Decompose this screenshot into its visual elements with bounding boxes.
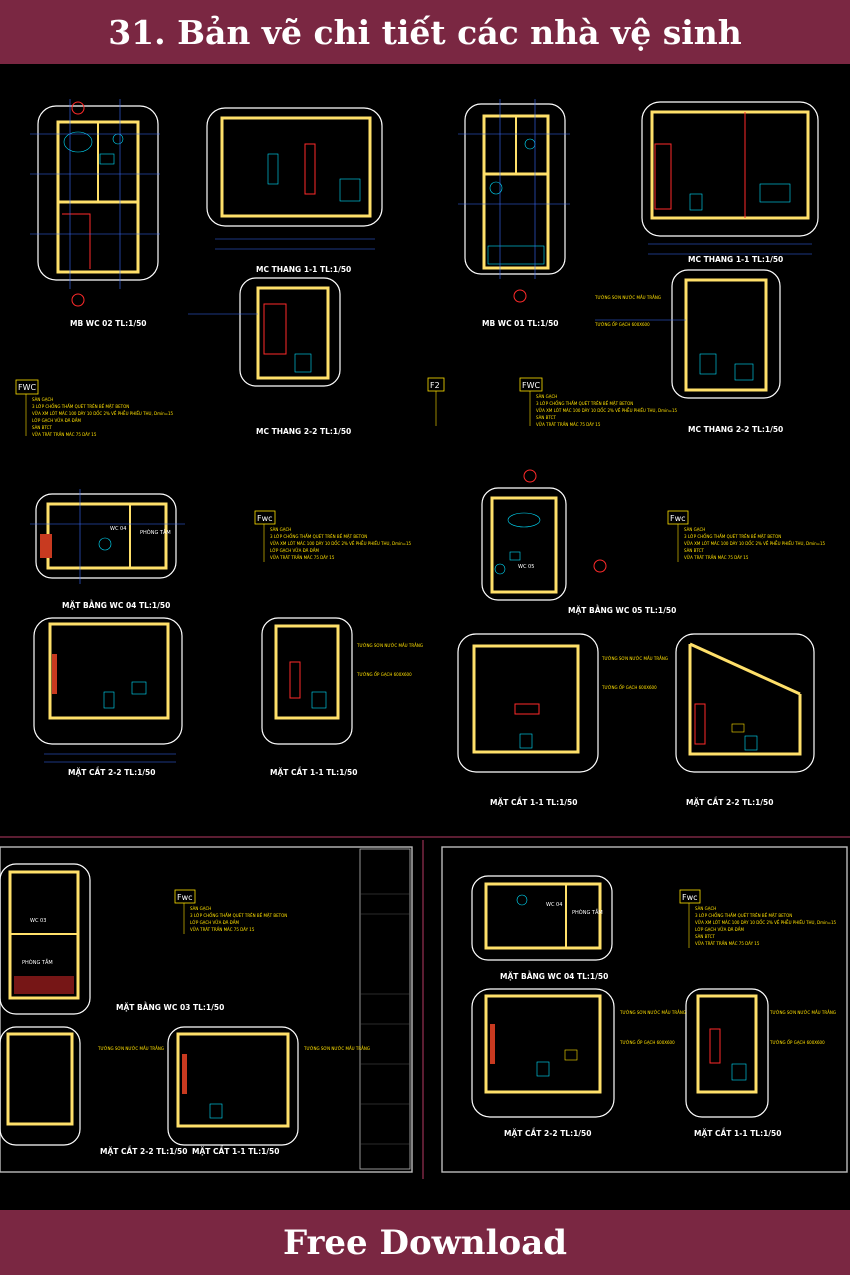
svg-text:LỚP GẠCH VỮA ĐÃ ĐẦM: LỚP GẠCH VỮA ĐÃ ĐẦM [695, 927, 745, 932]
svg-text:VỮA TRÁT TRẦN MÁC 75 DÀY 15: VỮA TRÁT TRẦN MÁC 75 DÀY 15 [270, 555, 335, 560]
label-mc-thang-1-right: MC THANG 1-1 TL:1/50 [688, 255, 783, 264]
svg-text:VỮA XM LÓT MÁC 100 DÀY 10 DỐC: VỮA XM LÓT MÁC 100 DÀY 10 DỐC 2% VỀ PHỄU… [32, 410, 174, 416]
label-mat-bang-wc04: MẶT BẰNG WC 04 TL:1/50 [62, 600, 170, 610]
svg-text:TƯỜNG SƠN NƯỚC MẦU TRẮNG: TƯỜNG SƠN NƯỚC MẦU TRẮNG [594, 295, 661, 300]
svg-text:PHÒNG TẮM: PHÒNG TẮM [140, 528, 171, 536]
svg-text:Fwc: Fwc [682, 893, 698, 902]
svg-text:TƯỜNG ỐP GẠCH 600X600: TƯỜNG ỐP GẠCH 600X600 [619, 1040, 675, 1045]
svg-text:LỚP GẠCH VỮA ĐÃ ĐẦM: LỚP GẠCH VỮA ĐÃ ĐẦM [270, 548, 320, 553]
svg-text:VỮA XM LÓT MÁC 100 DÀY 10 DỐC: VỮA XM LÓT MÁC 100 DÀY 10 DỐC 2% VỀ PHỄU… [695, 919, 837, 925]
label-mat-bang-wc03: MẶT BẰNG WC 03 TL:1/50 [116, 1002, 224, 1012]
section-1-1-a: TƯỜNG SƠN NƯỚC MẦU TRẮNG TƯỜNG ỐP GẠCH 6… [261, 617, 423, 777]
svg-text:PHÒNG TẮM: PHÒNG TẮM [572, 908, 603, 916]
svg-text:LỚP GẠCH VỮA ĐÃ ĐẦM: LỚP GẠCH VỮA ĐÃ ĐẦM [190, 920, 240, 925]
section-2-2-b: MẶT CẮT 2-2 TL:1/50 [675, 633, 815, 807]
legend-fwc-row2-right: Fwc SÀN GẠCH 3 LỚP CHỐNG THẤM QUÉT TRÊN … [667, 510, 826, 562]
label-mb-wc02: MB WC 02 TL:1/50 [70, 319, 147, 328]
label-mc-thang-2-right: MC THANG 2-2 TL:1/50 [688, 425, 783, 434]
svg-text:TƯỜNG ỐP GẠCH 600X600: TƯỜNG ỐP GẠCH 600X600 [601, 685, 657, 690]
svg-text:VỮA TRÁT TRẦN MÁC 75 DÀY 15: VỮA TRÁT TRẦN MÁC 75 DÀY 15 [190, 927, 255, 932]
plan-wc04: WC 04 PHÒNG TẮM MẶT BẰNG WC 04 TL:1/50 [30, 489, 185, 610]
section-1-1-right: MC THANG 1-1 TL:1/50 [641, 101, 819, 264]
svg-text:TƯỜNG SƠN NƯỚC MẦU TRẮNG: TƯỜNG SƠN NƯỚC MẦU TRẮNG [97, 1046, 164, 1051]
svg-text:TƯỜNG ỐP GẠCH 600X600: TƯỜNG ỐP GẠCH 600X600 [769, 1040, 825, 1045]
svg-text:3 LỚP CHỐNG THẤM QUÉT TRÊN BỀ: 3 LỚP CHỐNG THẤM QUÉT TRÊN BỀ MẶT BETON [270, 534, 367, 539]
svg-text:3 LỚP CHỐNG THẤM QUÉT TRÊN BỀ: 3 LỚP CHỐNG THẤM QUÉT TRÊN BỀ MẶT BETON [695, 913, 792, 918]
label-mat-cat-11-a: MẶT CẮT 1-1 TL:1/50 [270, 767, 357, 777]
legend-f2: F2 [427, 377, 445, 426]
section-2-2-a: MẶT CẮT 2-2 TL:1/50 [33, 617, 183, 777]
svg-text:SÀN GẠCH: SÀN GẠCH [695, 906, 716, 911]
svg-text:VỮA TRÁT TRẦN MÁC 75 DÀY 15: VỮA TRÁT TRẦN MÁC 75 DÀY 15 [536, 422, 601, 427]
svg-text:3 LỚP CHỐNG THẤM QUÉT TRÊN BỀ: 3 LỚP CHỐNG THẤM QUÉT TRÊN BỀ MẶT BETON [684, 534, 781, 539]
svg-text:WC 04: WC 04 [546, 902, 562, 908]
legend-fwc-left: FWC SÀN GẠCH 3 LỚP CHỐNG THẤM QUÉT TRÊN … [15, 379, 174, 437]
label-mat-cat-22-d: MẶT CẮT 2-2 TL:1/50 [504, 1128, 591, 1138]
svg-text:TƯỜNG ỐP GẠCH 600X600: TƯỜNG ỐP GẠCH 600X600 [356, 672, 412, 677]
svg-text:SÀN GẠCH: SÀN GẠCH [684, 527, 705, 532]
svg-text:SÀN BTCT: SÀN BTCT [32, 425, 52, 430]
label-mat-cat-11-b: MẶT CẮT 1-1 TL:1/50 [490, 797, 577, 807]
svg-text:TƯỜNG SƠN NƯỚC MẦU TRẮNG: TƯỜNG SƠN NƯỚC MẦU TRẮNG [769, 1010, 836, 1015]
svg-text:SÀN BTCT: SÀN BTCT [695, 934, 715, 939]
svg-text:F2: F2 [430, 381, 440, 390]
label-mb-wc01: MB WC 01 TL:1/50 [482, 319, 559, 328]
label-mat-cat-22-a: MẶT CẮT 2-2 TL:1/50 [68, 767, 155, 777]
label-mat-bang-wc05: MẶT BẰNG WC 05 TL:1/50 [568, 605, 676, 615]
svg-text:TƯỜNG SƠN NƯỚC MẦU TRẮNG: TƯỜNG SƠN NƯỚC MẦU TRẮNG [303, 1046, 370, 1051]
svg-text:LỚP GẠCH VỮA ĐÃ ĐẦM: LỚP GẠCH VỮA ĐÃ ĐẦM [32, 418, 82, 423]
label-mat-cat-22-b: MẶT CẮT 2-2 TL:1/50 [686, 797, 773, 807]
drawing-sheet: MB WC 02 TL:1/50 MC THANG 1-1 TL:1/50 MC… [0, 99, 850, 1179]
svg-text:Fwc: Fwc [257, 514, 273, 523]
svg-text:SÀN GẠCH: SÀN GẠCH [270, 527, 291, 532]
plan-wc05: WC 05 MẶT BẰNG WC 05 TL:1/50 [481, 469, 676, 615]
svg-text:TƯỜNG SƠN NƯỚC MẦU TRẮNG: TƯỜNG SƠN NƯỚC MẦU TRẮNG [356, 643, 423, 648]
svg-text:VỮA TRÁT TRẦN MÁC 75 DÀY 15: VỮA TRÁT TRẦN MÁC 75 DÀY 15 [684, 555, 749, 560]
svg-text:SÀN GẠCH: SÀN GẠCH [536, 394, 557, 399]
svg-text:VỮA TRÁT TRẦN MÁC 75 DÀY 15: VỮA TRÁT TRẦN MÁC 75 DÀY 15 [32, 432, 97, 437]
section-1-1-left: MC THANG 1-1 TL:1/50 [206, 107, 383, 274]
svg-text:WC 04: WC 04 [110, 526, 126, 532]
svg-text:WC 03: WC 03 [30, 918, 46, 924]
svg-text:SÀN BTCT: SÀN BTCT [684, 548, 704, 553]
label-mat-cat-22-c: MẶT CẮT 2-2 TL:1/50 [100, 1146, 187, 1156]
label-mat-bang-wc04-b: MẶT BẰNG WC 04 TL:1/50 [500, 971, 608, 981]
svg-text:FWC: FWC [18, 383, 37, 392]
page-title-banner: 31. Bản vẽ chi tiết các nhà vệ sinh [0, 0, 850, 64]
free-download-banner[interactable]: Free Download [0, 1210, 850, 1275]
svg-text:3 LỚP CHỐNG THẤM QUÉT TRÊN BỀ: 3 LỚP CHỐNG THẤM QUÉT TRÊN BỀ MẶT BETON [536, 401, 633, 406]
page-title: 31. Bản vẽ chi tiết các nhà vệ sinh [108, 12, 742, 52]
label-mat-cat-11-d: MẶT CẮT 1-1 TL:1/50 [694, 1128, 781, 1138]
section-2-2-left: MC THANG 2-2 TL:1/50 [188, 277, 351, 436]
svg-text:SÀN BTCT: SÀN BTCT [536, 415, 556, 420]
svg-text:VỮA TRÁT TRẦN MÁC 75 DÀY 15: VỮA TRÁT TRẦN MÁC 75 DÀY 15 [695, 941, 760, 946]
svg-text:3 LỚP CHỐNG THẤM QUÉT TRÊN BỀ: 3 LỚP CHỐNG THẤM QUÉT TRÊN BỀ MẶT BETON [32, 404, 129, 409]
legend-fwc-mid: FWC SÀN GẠCH 3 LỚP CHỐNG THẤM QUÉT TRÊN … [519, 377, 678, 427]
svg-text:SÀN GẠCH: SÀN GẠCH [32, 397, 53, 402]
plan-wc02: MB WC 02 TL:1/50 [30, 99, 160, 328]
svg-text:VỮA XM LÓT MÁC 100 DÀY 10 DỐC: VỮA XM LÓT MÁC 100 DÀY 10 DỐC 2% VỀ PHỄU… [270, 540, 412, 546]
svg-text:TƯỜNG ỐP GẠCH 600X600: TƯỜNG ỐP GẠCH 600X600 [594, 322, 650, 327]
svg-text:VỮA XM LÓT MÁC 100 DÀY 10 DỐC: VỮA XM LÓT MÁC 100 DÀY 10 DỐC 2% VỀ PHỄU… [536, 407, 678, 413]
svg-text:3 LỚP CHỐNG THẤM QUÉT TRÊN BỀ: 3 LỚP CHỐNG THẤM QUÉT TRÊN BỀ MẶT BETON [190, 913, 287, 918]
svg-text:Fwc: Fwc [670, 514, 686, 523]
label-mc-thang-1-left: MC THANG 1-1 TL:1/50 [256, 265, 351, 274]
svg-text:SÀN GẠCH: SÀN GẠCH [190, 906, 211, 911]
plan-wc01: MB WC 01 TL:1/50 [458, 99, 570, 328]
label-mat-cat-11-c: MẶT CẮT 1-1 TL:1/50 [192, 1146, 279, 1156]
free-download-label[interactable]: Free Download [282, 1222, 568, 1263]
section-1-1-b: TƯỜNG SƠN NƯỚC MẦU TRẮNG TƯỜNG ỐP GẠCH 6… [457, 633, 668, 807]
sheet-left: WC 03 PHÒNG TẮM MẶT BẰNG WC 03 TL:1/50 F… [0, 846, 413, 1173]
svg-text:VỮA XM LÓT MÁC 100 DÀY 10 DỐC: VỮA XM LÓT MÁC 100 DÀY 10 DỐC 2% VỀ PHỄU… [684, 540, 826, 546]
label-mc-thang-2-left: MC THANG 2-2 TL:1/50 [256, 427, 351, 436]
svg-text:FWC: FWC [522, 381, 541, 390]
sheet-right: WC 04 PHÒNG TẮM MẶT BẰNG WC 04 TL:1/50 F… [441, 846, 848, 1173]
svg-text:Fwc: Fwc [177, 893, 193, 902]
legend-fwc-row2-left: Fwc SÀN GẠCH 3 LỚP CHỐNG THẤM QUÉT TRÊN … [254, 510, 412, 562]
svg-text:PHÒNG TẮM: PHÒNG TẮM [22, 958, 53, 966]
svg-text:WC 05: WC 05 [518, 564, 534, 570]
svg-text:TƯỜNG SƠN NƯỚC MẦU TRẮNG: TƯỜNG SƠN NƯỚC MẦU TRẮNG [601, 656, 668, 661]
section-2-2-right: TƯỜNG SƠN NƯỚC MẦU TRẮNG TƯỜNG ỐP GẠCH 6… [594, 269, 783, 434]
svg-text:TƯỜNG SƠN NƯỚC MẦU TRẮNG: TƯỜNG SƠN NƯỚC MẦU TRẮNG [619, 1010, 686, 1015]
